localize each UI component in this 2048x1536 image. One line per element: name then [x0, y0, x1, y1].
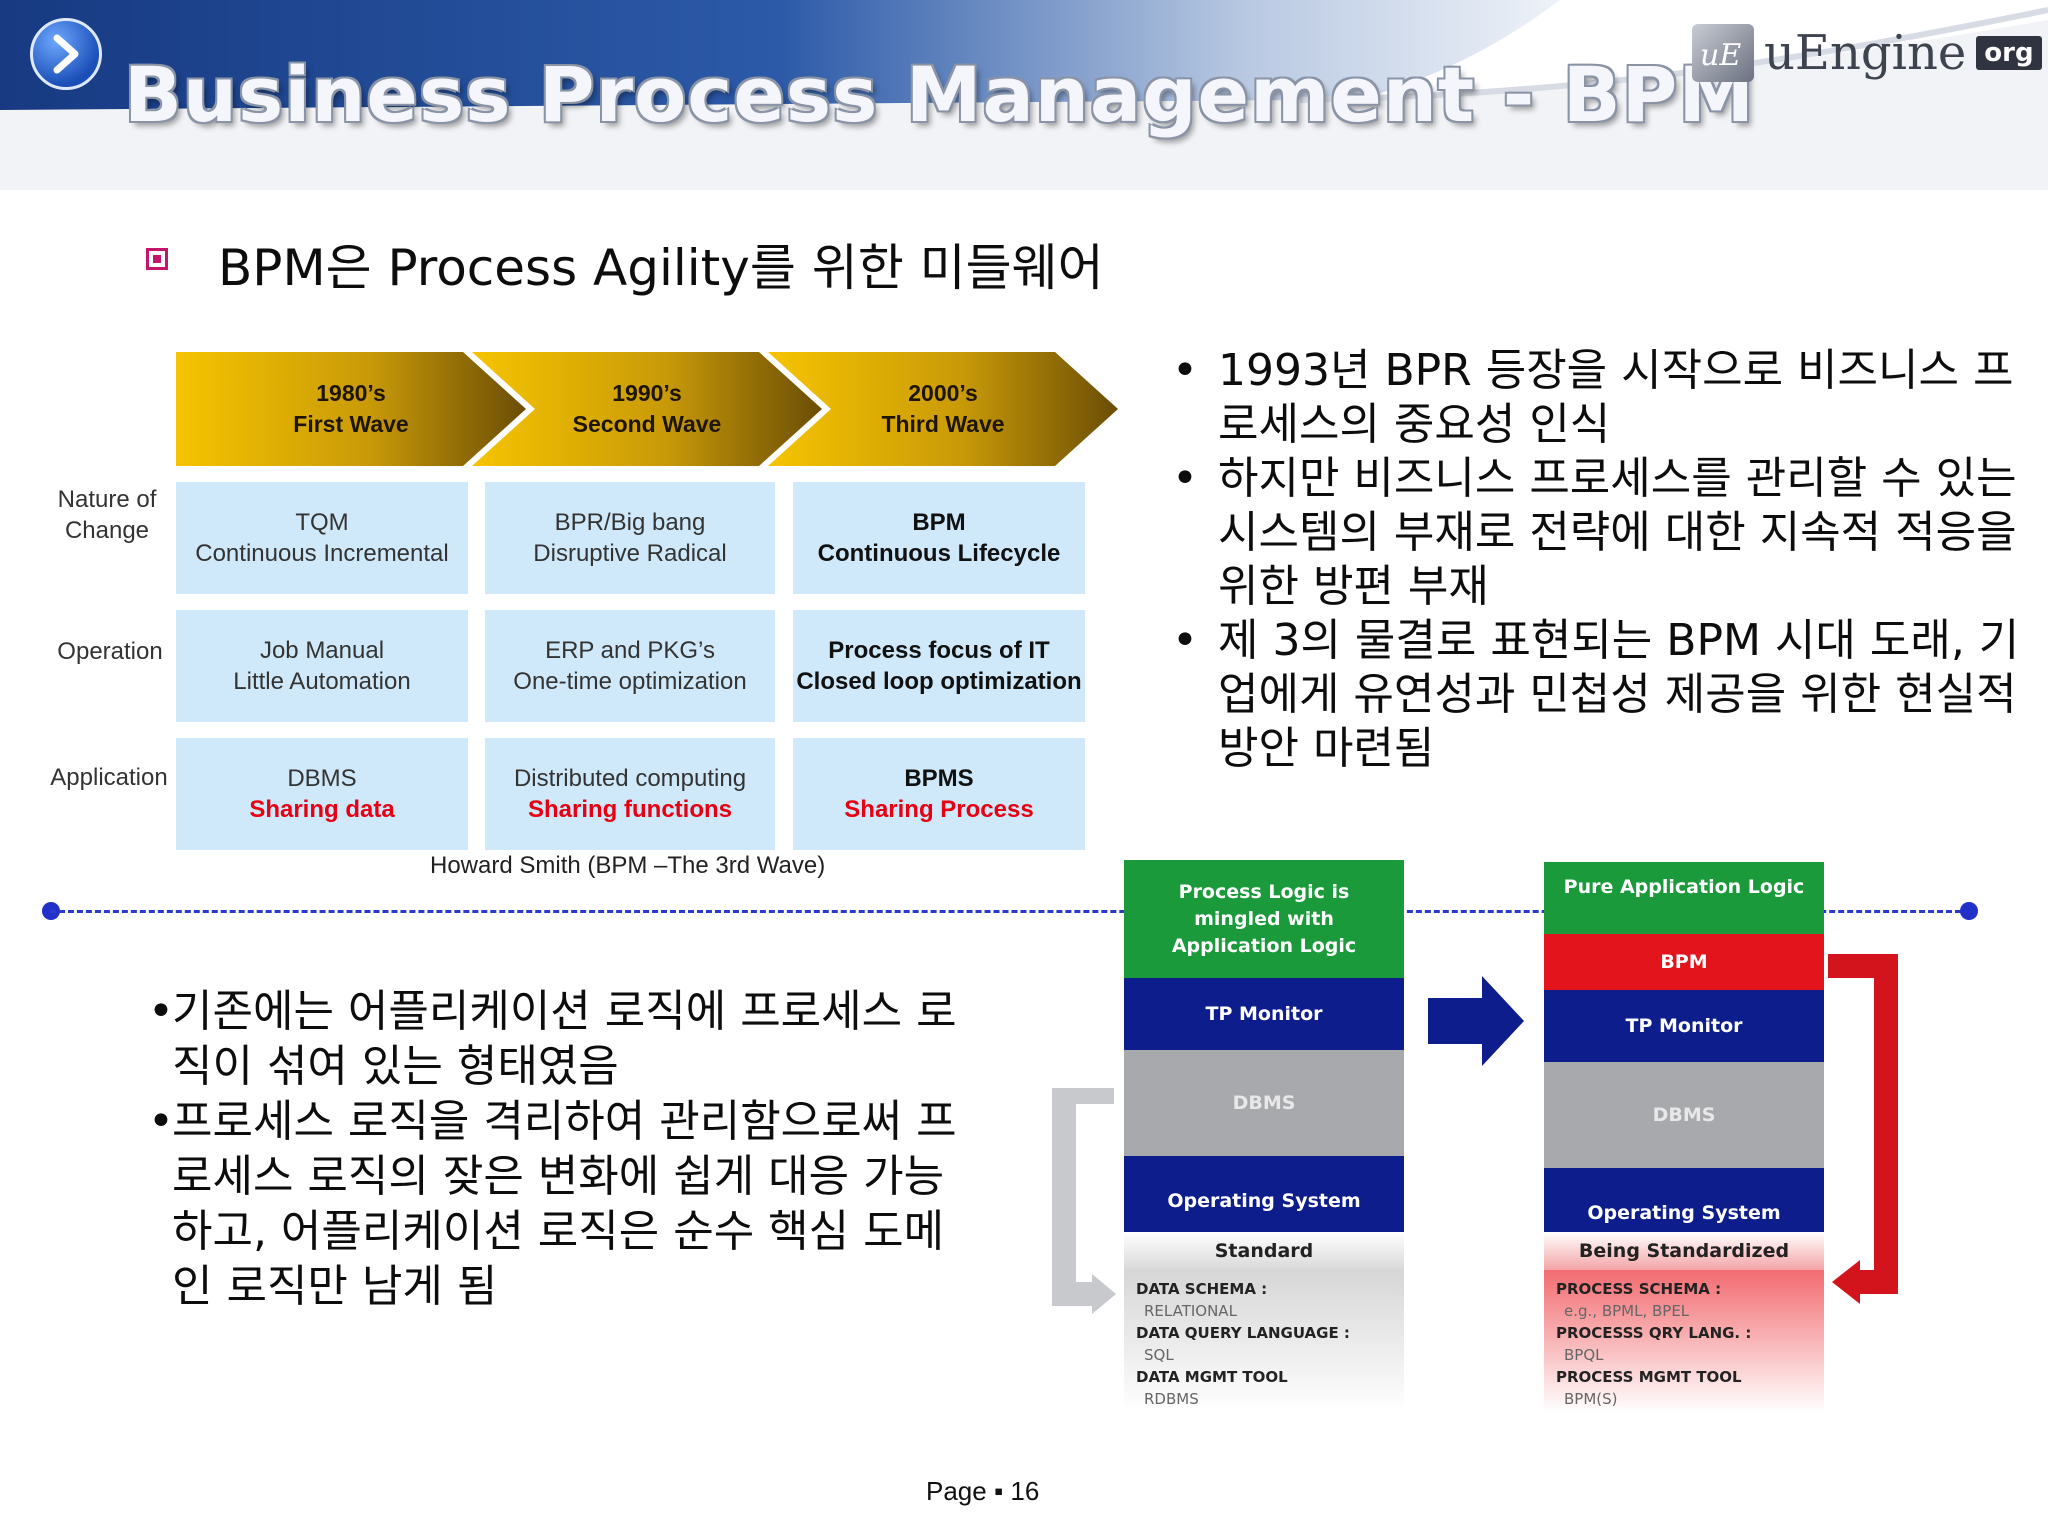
left-bullet-list: 기존에는 어플리케이션 로직에 프로세스 로직이 섞여 있는 형태였음 프로세스…	[148, 984, 968, 1314]
wave-decade: 1990’s	[612, 380, 682, 406]
stack-left-dbms: DBMS	[1124, 1050, 1404, 1156]
gray-return-arrow	[1052, 1088, 1116, 1314]
cell-line: TQM	[295, 509, 349, 536]
slide-title: Business Process Management - BPM	[124, 50, 1755, 139]
std-val: SQL	[1144, 1346, 1174, 1364]
wave-label: Third Wave	[881, 411, 1005, 437]
headline: BPM은 Process Agility를 위한 미들웨어	[218, 239, 1104, 297]
cell-application-3: BPMS Sharing Process	[793, 738, 1085, 850]
std-key: DATA SCHEMA :	[1136, 1280, 1268, 1298]
stack-right-bpm: BPM	[1544, 934, 1824, 990]
cell-highlight: Sharing data	[249, 796, 395, 823]
chevron-right-icon	[53, 34, 79, 74]
transition-arrow	[1428, 976, 1524, 1066]
cell-highlight: Sharing Process	[844, 796, 1034, 823]
stack-left-std-body: DATA SCHEMA : RELATIONAL DATA QUERY LANG…	[1124, 1270, 1404, 1412]
wave-label: First Wave	[293, 411, 409, 437]
dashed-divider	[50, 910, 1970, 913]
cell-application-1: DBMS Sharing data	[176, 738, 468, 850]
logo-text: uEngine	[1764, 25, 1967, 81]
row-label-application: Application	[50, 764, 168, 791]
cell-line: Distributed computing	[513, 765, 747, 792]
right-bullet-list: 1993년 BPR 등장을 시작으로 비즈니스 프로세스의 중요성 인식 하지만…	[1172, 344, 2022, 776]
std-val: RDBMS	[1144, 1390, 1199, 1408]
cell-line: One-time optimization	[513, 668, 747, 695]
square-bullet-icon	[146, 248, 168, 270]
std-key: DATA QUERY LANGUAGE :	[1136, 1324, 1350, 1342]
std-val: RELATIONAL	[1144, 1302, 1237, 1320]
cell-line: BPR/Big bang	[554, 509, 706, 536]
list-item: 1993년 BPR 등장을 시작으로 비즈니스 프로세스의 중요성 인식	[1172, 344, 2022, 452]
wave-decade: 1980’s	[316, 380, 386, 406]
std-key: DATA MGMT TOOL	[1136, 1368, 1288, 1386]
stack-left-tp: TP Monitor	[1124, 978, 1404, 1050]
cell-operation-3: Process focus of IT Closed loop optimizat…	[793, 610, 1085, 722]
list-item: 제 3의 물결로 표현되는 BPM 시대 도래, 기업에게 유연성과 민첩성 제…	[1172, 614, 2022, 776]
wave-label: Second Wave	[572, 411, 722, 437]
cell-line: Job Manual	[259, 637, 385, 664]
stack-left-top: Process Logic is mingled with Applicatio…	[1124, 860, 1404, 978]
uengine-logo: uE uEngine org	[1692, 24, 2042, 82]
std-val: e.g., BPML, BPEL	[1564, 1302, 1690, 1320]
stack-right-dbms: DBMS	[1544, 1062, 1824, 1168]
cell-line: BPMS	[904, 765, 974, 792]
row-label-nature: Nature of Change	[57, 486, 157, 544]
logo-org-badge: org	[1976, 36, 2042, 70]
cell-line: ERP and PKG’s	[545, 637, 715, 664]
std-val: BPM(S)	[1564, 1390, 1618, 1408]
list-item: 기존에는 어플리케이션 로직에 프로세스 로직이 섞여 있는 형태였음	[148, 984, 968, 1094]
red-return-arrow	[1828, 954, 1898, 1304]
row-label-operation: Operation	[57, 638, 163, 665]
list-item: 하지만 비즈니스 프로세스를 관리할 수 있는 시스템의 부재로 전략에 대한 …	[1172, 452, 2022, 614]
wave-decade: 2000’s	[908, 380, 978, 406]
stack-left-os: Operating System	[1124, 1156, 1404, 1246]
page-number: Page ▪ 16	[926, 1476, 1040, 1506]
std-key: PROCESS MGMT TOOL	[1556, 1368, 1742, 1386]
cell-line: Continuous Incremental	[195, 540, 449, 567]
list-item: 프로세스 로직을 격리하여 관리함으로써 프로세스 로직의 잦은 변화에 쉽게 …	[148, 1094, 968, 1314]
std-key: PROCESSS QRY LANG. :	[1556, 1324, 1752, 1342]
cell-line: Closed loop optimization	[796, 668, 1082, 695]
stack-right-std-body: PROCESS SCHEMA : e.g., BPML, BPEL PROCES…	[1544, 1270, 1824, 1412]
svg-text:uE: uE	[1700, 38, 1741, 73]
divider-dot-right	[1960, 902, 1978, 920]
cell-nature-3: BPM Continuous Lifecycle	[793, 482, 1085, 594]
std-key: PROCESS SCHEMA :	[1556, 1280, 1722, 1298]
cell-line: DBMS	[287, 765, 357, 792]
ue-logo-icon: uE	[1692, 24, 1754, 82]
cell-line: BPM	[912, 509, 966, 536]
stack-left-std-title: Standard	[1124, 1232, 1404, 1270]
std-val: BPQL	[1564, 1346, 1604, 1364]
next-slide-button[interactable]	[30, 18, 102, 90]
stack-right-top: Pure Application Logic	[1544, 862, 1824, 934]
stack-right-tp: TP Monitor	[1544, 990, 1824, 1062]
cell-nature-1: TQM Continuous Incremental	[176, 482, 468, 594]
stack-right-std-title: Being Standardized	[1544, 1232, 1824, 1270]
cell-line: Disruptive Radical	[533, 540, 727, 567]
cell-line: Continuous Lifecycle	[817, 540, 1061, 567]
table-caption: Howard Smith (BPM –The 3rd Wave)	[430, 852, 826, 879]
cell-line: Little Automation	[233, 668, 411, 695]
cell-line: Process focus of IT	[828, 637, 1050, 664]
cell-highlight: Sharing functions	[528, 796, 732, 823]
